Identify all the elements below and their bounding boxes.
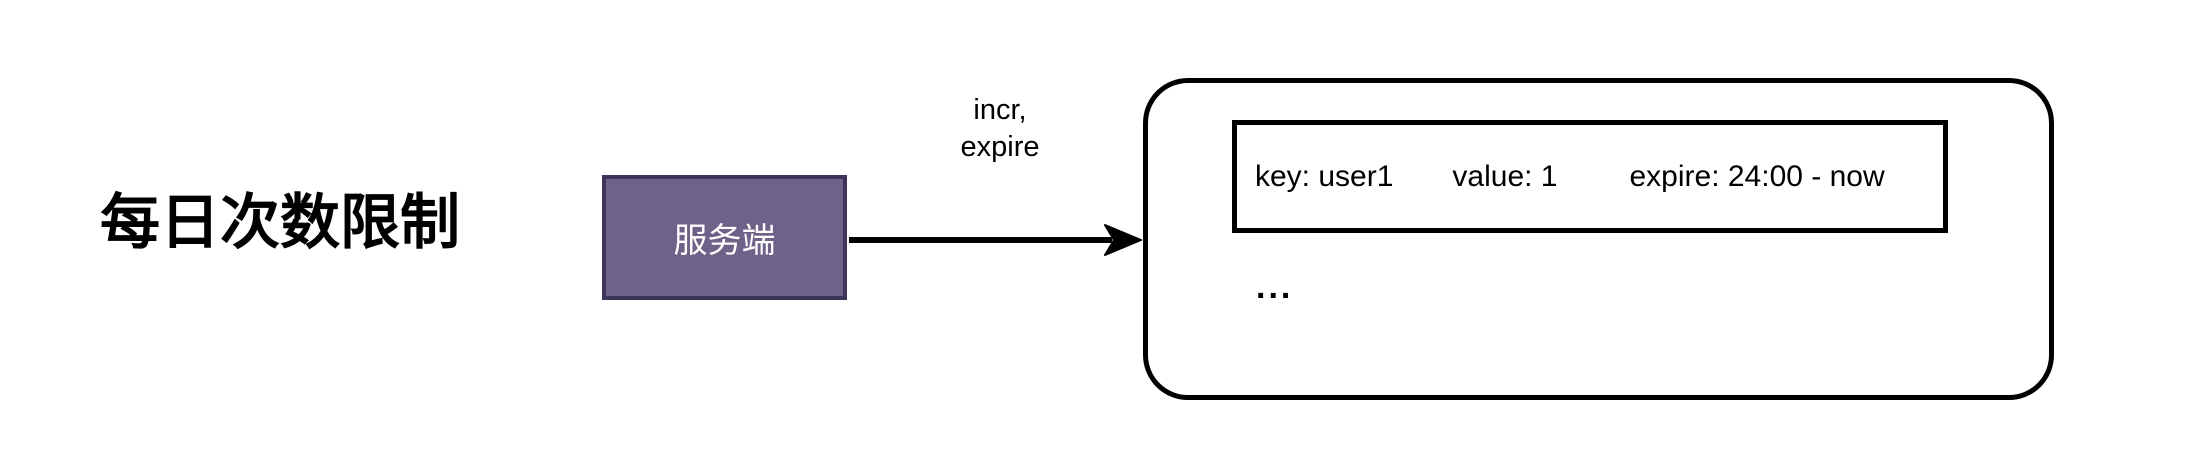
server-node: 服务端 [602, 175, 847, 300]
more-records-ellipsis: ... [1256, 268, 1294, 306]
record-expire: expire: 24:00 - now [1629, 159, 1885, 193]
arrow-head-icon [1104, 224, 1142, 256]
record-value: value: 1 [1452, 159, 1558, 193]
diagram-title: 每日次数限制 [100, 189, 460, 256]
cache-record-box: key: user1 value: 1 expire: 24:00 - now [1232, 120, 1948, 233]
server-node-label: 服务端 [673, 222, 776, 260]
arrow-label-line1: incr, [973, 94, 1027, 126]
arrow-label-line2: expire [960, 131, 1040, 163]
arrow-label: incr, expire [900, 92, 1100, 166]
record-key: key: user1 [1255, 159, 1394, 193]
